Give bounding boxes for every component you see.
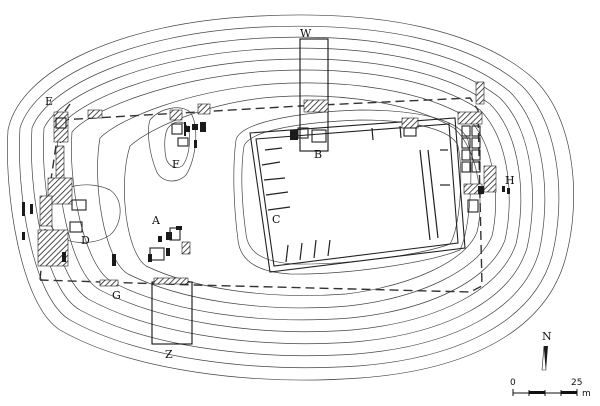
label-d: D xyxy=(81,234,90,247)
scale-unit: m xyxy=(582,389,591,399)
scale-end: 25 xyxy=(571,378,582,388)
scale-start: 0 xyxy=(510,378,516,388)
label-e: E xyxy=(45,95,53,108)
area-b-structures xyxy=(290,99,419,143)
area-f-structures xyxy=(169,103,211,148)
trench-z-wall xyxy=(153,277,189,285)
label-a: A xyxy=(151,214,161,227)
label-f: F xyxy=(172,158,180,171)
scale-bar: 0 25 m xyxy=(510,378,591,399)
label-h: H xyxy=(505,174,515,187)
label-z: Z xyxy=(165,348,173,361)
trench-w xyxy=(299,38,329,152)
label-b: B xyxy=(314,148,322,161)
inner-walls xyxy=(261,125,450,263)
main-enclosure xyxy=(249,117,466,273)
label-g: G xyxy=(112,289,121,302)
area-a-structures xyxy=(148,226,191,262)
area-g-wall xyxy=(99,279,119,287)
contour-lines xyxy=(7,14,575,381)
label-w: W xyxy=(300,27,312,40)
label-c: C xyxy=(272,213,280,226)
west-structures xyxy=(22,109,116,267)
north-arrow: N xyxy=(541,330,552,371)
east-buildings xyxy=(457,81,510,213)
north-letter: N xyxy=(542,330,552,343)
